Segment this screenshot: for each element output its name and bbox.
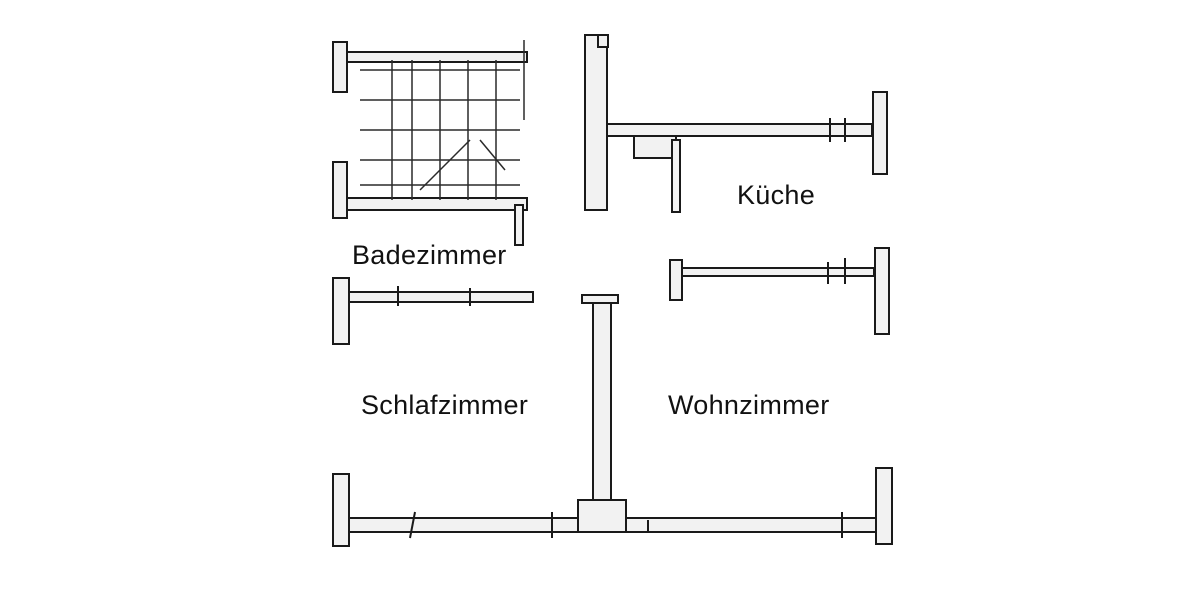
room-label-badezimmer: Badezimmer [352, 240, 507, 270]
wall-central-upper [584, 34, 608, 211]
wall-bath-right-post [514, 204, 524, 246]
wall-bath-top-left-pier [332, 41, 348, 93]
wall-bottom-left [348, 517, 582, 533]
room-label-kueche: Küche [737, 180, 816, 210]
wall-kitchen-post [671, 139, 681, 213]
wall-bottom-right-pier [875, 467, 893, 545]
wall-bedroom-top-pier [332, 277, 350, 345]
wall-kitchen-small-block [633, 135, 677, 159]
wall-central-upper-cap [597, 34, 609, 48]
wall-bottom-center-block [577, 499, 627, 533]
wall-bedroom-top [348, 291, 534, 303]
wall-central-cap [581, 294, 619, 304]
wall-central-lower [592, 302, 612, 504]
wall-kitchen-right-pier-top [872, 91, 888, 175]
wall-bath-bottom [346, 197, 528, 211]
stair-hatching [360, 40, 525, 200]
wall-kitchen-lower-left-post [669, 259, 683, 301]
wall-bath-mid-pier [332, 161, 348, 219]
wall-kitchen-top [606, 123, 873, 137]
wall-bath-top [346, 51, 528, 63]
wall-bottom-right [625, 517, 877, 533]
room-label-schlafzimmer: Schlafzimmer [361, 390, 529, 420]
wall-bottom-left-pier [332, 473, 350, 547]
wall-kitchen-right-pier-bottom [874, 247, 890, 335]
room-label-wohnzimmer: Wohnzimmer [668, 390, 830, 420]
wall-ticks [397, 118, 846, 539]
